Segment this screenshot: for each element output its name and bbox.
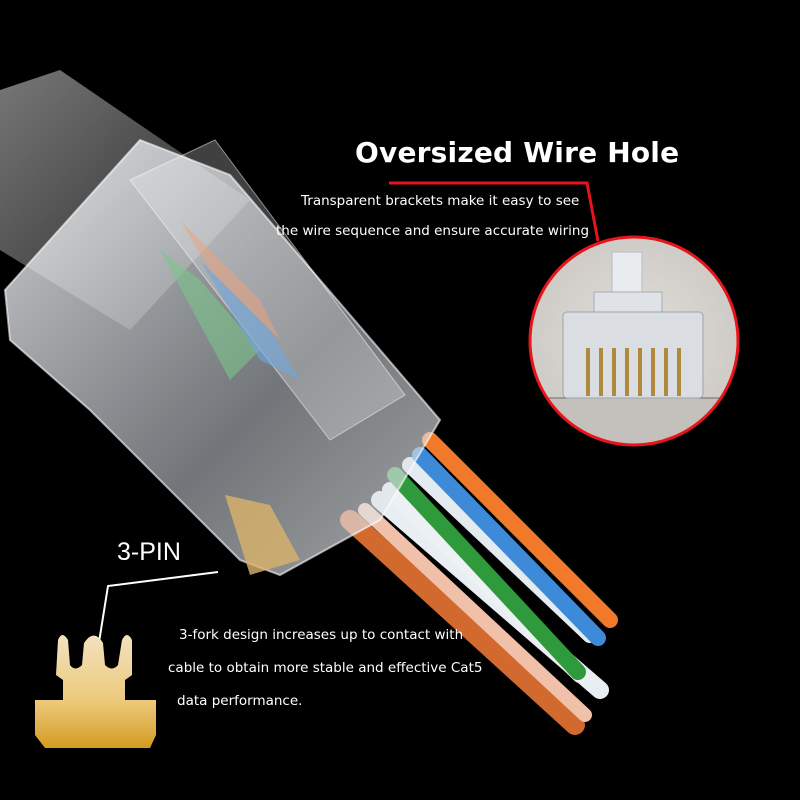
gold-pins xyxy=(586,348,681,396)
wire-bundle xyxy=(340,432,618,735)
feature-hole-desc-line2: the wire sequence and ensure accurate wi… xyxy=(276,223,590,239)
feature-pin-desc-line3: data performance. xyxy=(177,693,303,709)
feature-pin-title: 3-PIN xyxy=(117,538,181,566)
rj45-plug xyxy=(3,138,442,577)
three-pin-contact-icon xyxy=(35,635,156,748)
hole-callout-line xyxy=(389,181,600,242)
pin-callout-line xyxy=(95,571,219,662)
feature-hole-desc-line1: Transparent brackets make it easy to see xyxy=(301,193,580,209)
feature-pin-desc-line2: cable to obtain more stable and effectiv… xyxy=(168,660,483,676)
feature-hole-title: Oversized Wire Hole xyxy=(355,136,680,169)
feature-pin-desc-line1: 3-fork design increases up to contact wi… xyxy=(179,627,464,643)
magnified-plug-view xyxy=(528,235,740,447)
